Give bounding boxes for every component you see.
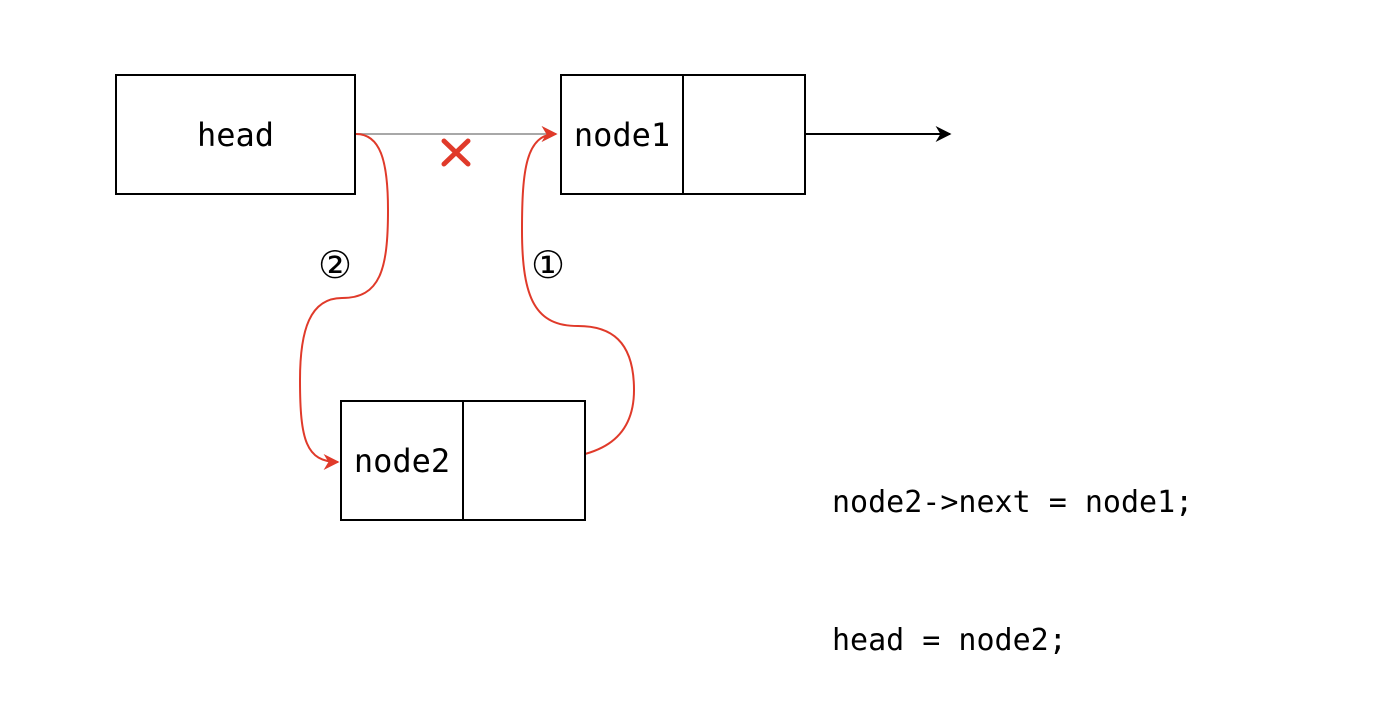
code-line: head = node2; [832, 623, 1067, 658]
node2-divider [462, 402, 464, 519]
code-line: node2->next = node1; [832, 485, 1194, 520]
step-1-marker: ① [531, 243, 566, 287]
code-snippet: node2->next = node1; head = node2; [832, 388, 1193, 710]
head-label: head [196, 115, 275, 154]
node1-divider [682, 76, 684, 193]
broken-link-cross-icon [441, 138, 471, 167]
head-box: head [115, 74, 356, 195]
head-to-node2-link [298, 133, 390, 470]
node2-box: node2 [340, 400, 586, 521]
node1-label: node1 [573, 115, 671, 154]
node2-label: node2 [353, 441, 451, 480]
step-2-marker: ② [318, 243, 353, 287]
node1-next-field [684, 76, 804, 193]
node2-to-node1-link [520, 126, 636, 461]
node2-next-field [464, 402, 584, 519]
node1-box: node1 [560, 74, 806, 195]
